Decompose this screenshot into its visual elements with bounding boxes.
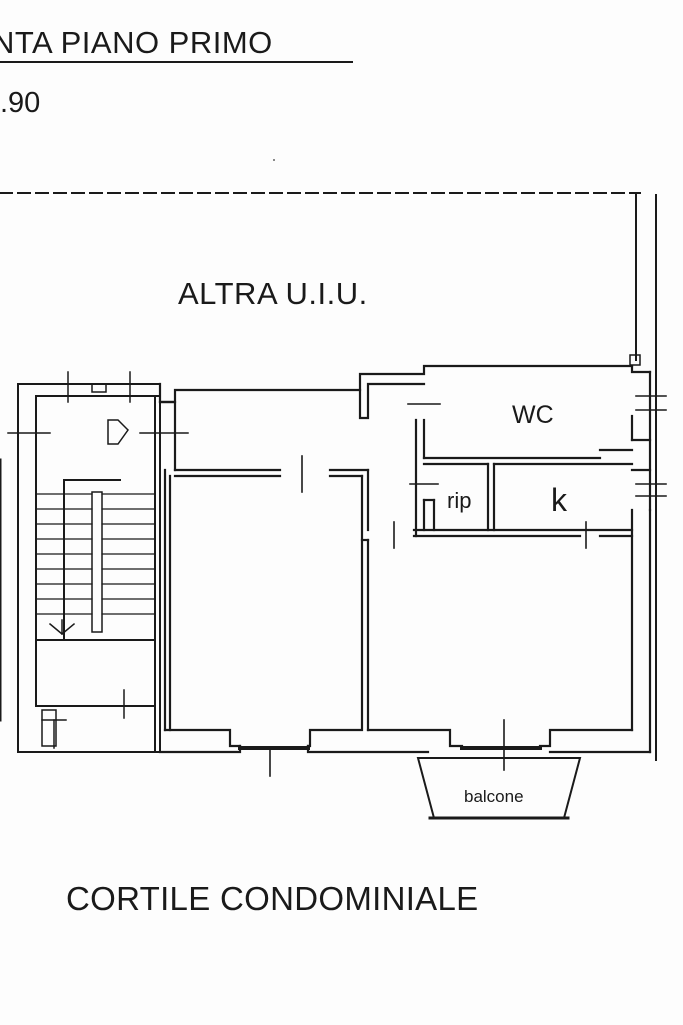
stair-treads [35,491,156,633]
wall-marker [91,383,107,393]
room-label-kitchen: k [551,482,567,518]
stairwell [17,383,161,753]
room-label-wc: WC [512,401,554,429]
apartment-outer-walls [158,364,652,754]
balcony-label: balcone [464,787,524,806]
east-window-marks [635,379,667,507]
internal-walls [163,414,652,732]
plan-scale-note: .90 [0,87,41,119]
speck [273,159,275,161]
neighbor-unit-label: ALTRA U.I.U. [178,276,368,311]
plan-title: NTA PIANO PRIMO [0,25,273,60]
room-label-rip: rip [447,488,472,513]
courtyard-label: CORTILE CONDOMINIALE [66,880,479,917]
door-marks [269,403,587,777]
lift-symbol-icon [107,419,129,445]
column-marker [629,354,641,366]
small-shaft [41,709,57,747]
section-marks [7,371,189,749]
